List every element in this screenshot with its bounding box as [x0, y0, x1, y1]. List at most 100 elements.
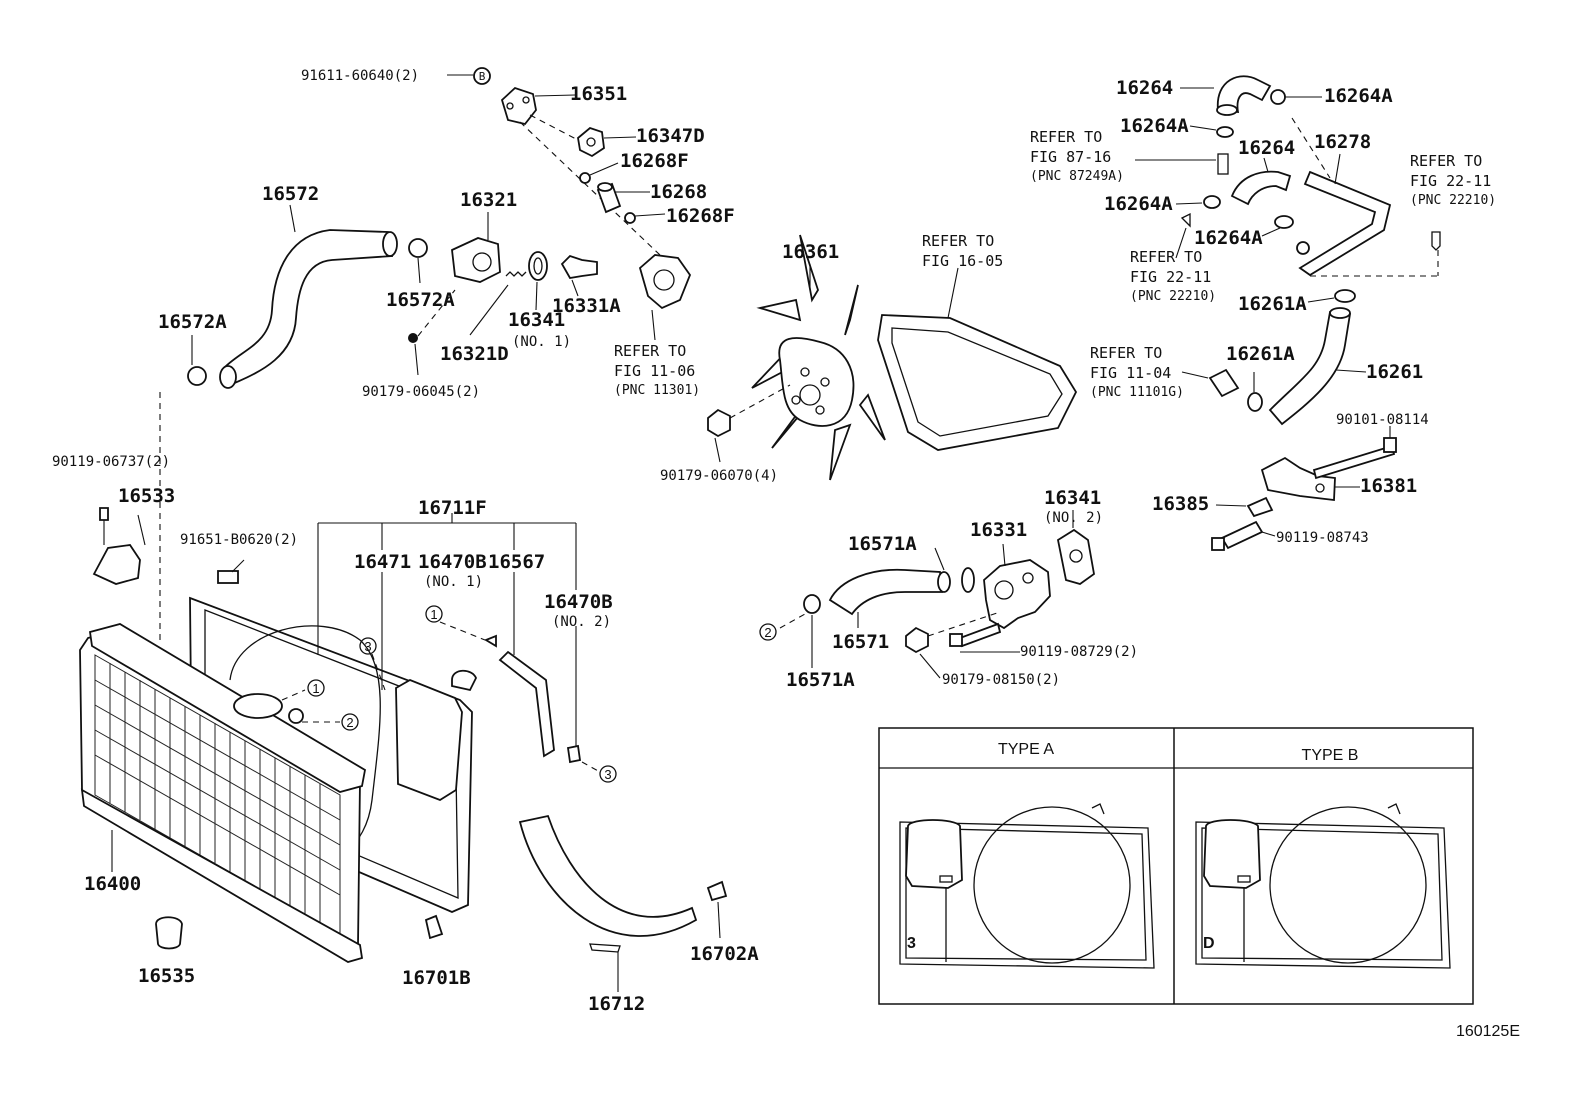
- marker-1-mid: 1: [312, 681, 319, 696]
- label-ref-2211b-a: REFER TO: [1130, 248, 1202, 266]
- label-16347d: 16347D: [636, 125, 705, 147]
- water-inlet-housing: [638, 254, 692, 310]
- label-ref-1106-a: REFER TO: [614, 342, 686, 360]
- label-ref-1605-b: FIG 16-05: [922, 252, 1003, 270]
- diagram-code: 160125E: [1456, 1023, 1520, 1040]
- overflow-hose-16567: [498, 650, 555, 758]
- reservoir-cap: [451, 669, 477, 692]
- clamp-16264a-b: [1216, 126, 1234, 138]
- upper-radiator-hose-group: [159, 204, 428, 640]
- inset-b-shroud: [1195, 821, 1451, 969]
- label-16264a-b: 16264A: [1120, 115, 1189, 137]
- bolt-90119-08729: [958, 622, 1002, 648]
- bracket-16533: [92, 544, 141, 585]
- label-16351: 16351: [570, 83, 627, 105]
- label-16572a-right: 16572A: [386, 289, 455, 311]
- label-16571a-top: 16571A: [848, 533, 917, 555]
- inset-b-mark: D: [1203, 935, 1215, 952]
- label-16712: 16712: [588, 993, 645, 1015]
- under-cover-group: [518, 814, 728, 992]
- label-16261: 16261: [1366, 361, 1423, 383]
- label-ref-1104-c: (PNC 11101G): [1090, 385, 1184, 400]
- nut-90179-06070: [707, 408, 731, 438]
- inset-a-fan-ring: [973, 806, 1131, 964]
- bracket-16381: [1260, 456, 1336, 502]
- clip-16470b-no2: [566, 744, 582, 764]
- label-16261a-bottom: 16261A: [1226, 343, 1295, 365]
- clamp-16264a-c: [1203, 195, 1221, 209]
- label-16470b-no1-qual: (NO. 1): [424, 574, 483, 590]
- clip-16702a: [706, 880, 728, 902]
- thermostat-spring: [505, 271, 527, 277]
- part-labels: 91611-60640(2) 16351 16347D 16268F 16268…: [52, 68, 1496, 1015]
- gasket-16268f-b: [624, 212, 636, 224]
- label-16261a-top: 16261A: [1238, 293, 1307, 315]
- label-16278: 16278: [1314, 131, 1371, 153]
- label-16470b-no2-qual: (NO. 2): [552, 614, 611, 630]
- gasket-16341-no1: [528, 251, 548, 281]
- label-16264-top: 16264: [1116, 77, 1173, 99]
- label-16711f: 16711F: [418, 497, 487, 519]
- hose-16264-top: [1217, 75, 1272, 114]
- label-90119-06737: 90119-06737(2): [52, 454, 170, 470]
- reservoir-tank: [395, 679, 463, 802]
- bolt-b-symbol: [473, 67, 491, 85]
- label-ref-1106-c: (PNC 11301): [614, 383, 700, 398]
- label-16264a-top: 16264A: [1324, 85, 1393, 107]
- clamp-16571a-a: [937, 571, 951, 593]
- label-ref-2211a-c: (PNC 22210): [1410, 193, 1496, 208]
- clamp-16572a-left: [187, 366, 207, 386]
- label-16264a-d: 16264A: [1194, 227, 1263, 249]
- label-16264-mid: 16264: [1238, 137, 1295, 159]
- label-16385: 16385: [1152, 493, 1209, 515]
- upper-radiator-hose: [220, 229, 394, 386]
- radiator-group: [79, 507, 601, 963]
- label-16341-no2: 16341: [1044, 487, 1101, 509]
- marker-2-right: 2: [764, 625, 771, 640]
- bolt-b-letter: B: [479, 70, 486, 83]
- water-pipe-16278: [1298, 170, 1392, 277]
- inset-b-reservoir: [1203, 819, 1261, 889]
- inset-b-fan-ring: [1269, 806, 1427, 964]
- water-outlet-group: B: [408, 67, 692, 376]
- label-91611-60640: 91611-60640(2): [301, 68, 419, 84]
- label-90119-08743: 90119-08743: [1276, 530, 1369, 546]
- clamp-16261a-bottom: [1247, 392, 1263, 412]
- label-16268f-a: 16268F: [620, 150, 689, 172]
- label-ref-2211a-b: FIG 22-11: [1410, 172, 1491, 190]
- clip-16470b-no1: [483, 634, 497, 648]
- fitting-22210: [1431, 231, 1441, 251]
- radiator-cap: [233, 693, 283, 719]
- clamp-16261a-top: [1334, 289, 1356, 303]
- label-16341-no2-qual: (NO. 2): [1044, 510, 1103, 526]
- label-ref-1104-b: FIG 11-04: [1090, 364, 1171, 382]
- inset-frame: [878, 727, 1474, 1005]
- label-16571a-bottom: 16571A: [786, 669, 855, 691]
- label-16471: 16471: [354, 551, 411, 573]
- v-belt: [877, 314, 1078, 451]
- label-ref-1104-a: REFER TO: [1090, 344, 1162, 362]
- label-16572: 16572: [262, 183, 319, 205]
- fitting-11101g: [1208, 368, 1240, 398]
- label-16470b-no1: 16470B: [418, 551, 487, 573]
- bolt-91651-b0620: [217, 570, 239, 584]
- thermostat-16331a: [560, 254, 598, 279]
- label-ref-1605-a: REFER TO: [922, 232, 994, 250]
- label-16701b: 16701B: [402, 967, 471, 989]
- bolt-90101-08114: [1312, 444, 1396, 480]
- bolt-90119-08743: [1220, 520, 1264, 550]
- inset-type-b-title: TYPE B: [1302, 747, 1359, 764]
- nut-90179-08150: [905, 626, 929, 654]
- label-90179-08150: 90179-08150(2): [942, 672, 1060, 688]
- label-16702a: 16702A: [690, 943, 759, 965]
- clamp-16264a-d: [1274, 215, 1294, 229]
- label-16400: 16400: [84, 873, 141, 895]
- inset-a-mark: 3: [907, 935, 916, 952]
- label-ref-2211b-c: (PNC 22210): [1130, 289, 1216, 304]
- under-cover-16712: [518, 814, 698, 937]
- cushion-16701b: [424, 914, 444, 940]
- label-ref-8716-a: REFER TO: [1030, 128, 1102, 146]
- label-16321d: 16321D: [440, 343, 509, 365]
- water-inlet-16331: [983, 559, 1051, 630]
